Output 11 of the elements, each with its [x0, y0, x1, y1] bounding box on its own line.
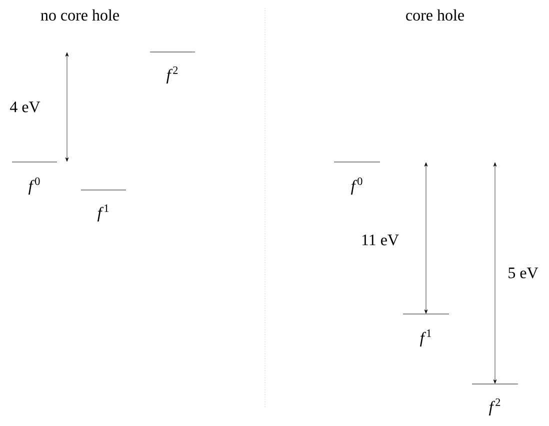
energy-label: 11 eV	[362, 234, 399, 246]
panel-title: core hole	[406, 9, 464, 21]
energy-level: f$^{0}$	[334, 162, 380, 195]
energy-label: 5 eV	[508, 268, 538, 278]
energy-level: f$^{1}$	[402, 314, 450, 347]
panel-title: no core hole	[40, 9, 119, 21]
energy-level: f$^{1}$	[80, 190, 126, 222]
energy-level: f$^{2}$	[150, 52, 196, 84]
energy-label: 4 eV	[10, 102, 40, 112]
energy-level: f$^{2}$	[472, 384, 518, 416]
energy-level: f$^{0}$	[12, 162, 58, 195]
